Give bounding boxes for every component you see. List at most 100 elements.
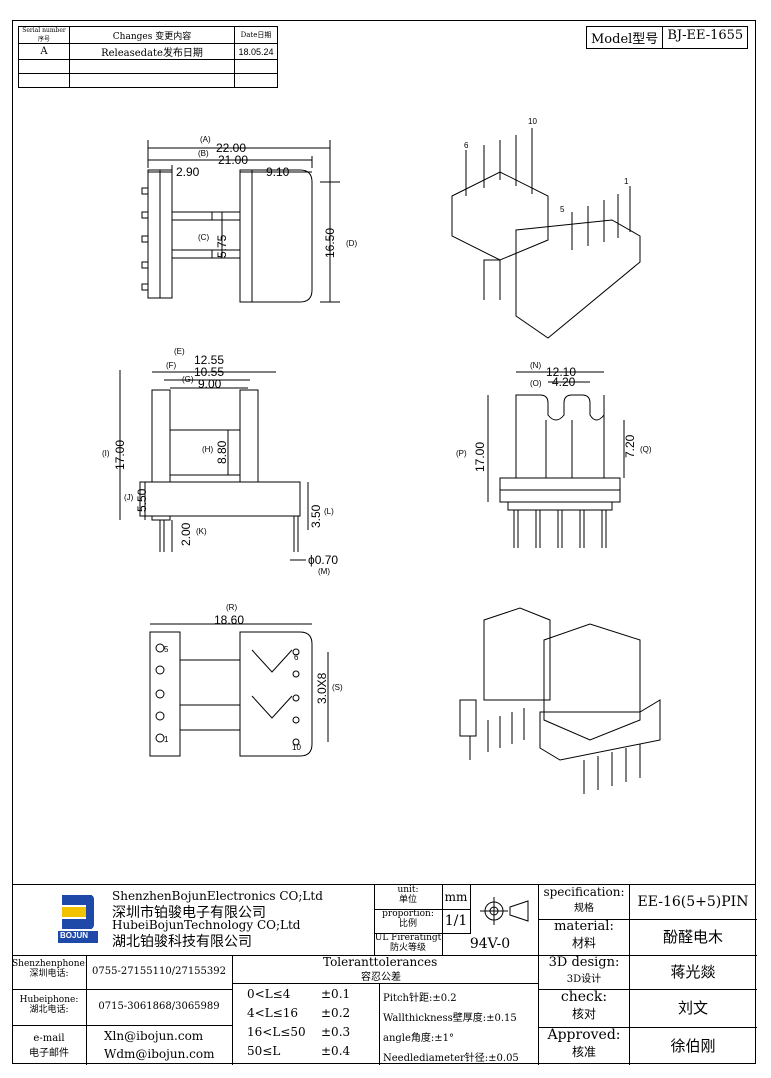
front-view <box>119 370 309 561</box>
pin-label-6: 6 <box>294 653 299 662</box>
proportion-value: 1/1 <box>442 909 471 934</box>
company-area: BOJUN ShenzhenBojunElectronics CO;Ltd 深圳… <box>12 885 375 956</box>
spec-value: EE-16(5+5)PIN <box>629 885 757 920</box>
tolerance-title: Toleranttolerances <box>323 955 438 969</box>
spec-label: specification: <box>543 885 625 899</box>
bottom-view <box>149 623 329 757</box>
dim-value-a: 22.00 <box>216 141 246 155</box>
dim-label-e: (E) <box>174 347 185 356</box>
tol-value: ±0.3 <box>321 1025 351 1039</box>
hb-phone-label-cn: 湖北电话: <box>29 1005 69 1015</box>
approved-label-cn: 核准 <box>571 1045 596 1059</box>
check-label: check: <box>560 989 608 1005</box>
side-view <box>487 371 625 548</box>
dim-label-k: (K) <box>196 527 207 536</box>
company-name-en-2: HubeiBojunTechnology CO;Ltd <box>112 918 301 932</box>
model-label: Model型号 <box>591 32 659 47</box>
logo-text: BOJUN <box>60 931 89 940</box>
unit-label-cn: 单位 <box>398 895 417 905</box>
dim-value-n: 12.10 <box>546 365 576 379</box>
dim-value-c: 5.75 <box>215 234 229 258</box>
company-name-en-1: ShenzhenBojunElectronics CO;Ltd <box>112 889 323 903</box>
ul-value: 94V-0 <box>469 936 511 952</box>
dim-value-q: 7.20 <box>623 434 637 458</box>
dim-label-a: (A) <box>200 135 211 144</box>
technical-drawing: (A) 22.00 (B) 21.00 2.90 9.10 (C) 5.75 (… <box>102 117 661 794</box>
revision-table: Serial number序号 Changes 变更内容 Date日期 A Re… <box>18 26 278 88</box>
tolerance-block: Toleranttolerances 容忍公差 0<L≤4 ±0.1 4<L≤1… <box>232 955 539 1065</box>
dim-label-l: (L) <box>324 507 334 516</box>
pitch-tolerance: Pitch针距:±0.2 <box>383 993 457 1004</box>
needle-tolerance: Needlediameter针径:±0.05 <box>383 1053 519 1064</box>
tol-value: ±0.1 <box>321 987 351 1001</box>
tol-range: 50≤L <box>247 1044 281 1058</box>
material-label-cn: 材料 <box>571 936 596 950</box>
tol-range: 16<L≤50 <box>247 1025 306 1039</box>
model-value: BJ-EE-1655 <box>662 27 747 48</box>
dim-value-290: 2.90 <box>176 165 200 179</box>
dim-value-h: 8.80 <box>215 440 229 464</box>
iso-view-top <box>451 128 641 339</box>
unit-label: unit: <box>397 885 419 895</box>
pin-label-1: 1 <box>164 735 169 744</box>
dim-value-i: 17.00 <box>113 440 127 470</box>
dim-value-b: 21.00 <box>218 153 248 167</box>
proportion-label-cn: 比例 <box>398 919 417 929</box>
dim-label-o: (O) <box>530 379 542 388</box>
unit-value: mm <box>442 885 471 910</box>
rev-cell <box>234 73 278 88</box>
dim-value-j: 5.50 <box>135 488 149 512</box>
material-label: material: <box>554 919 614 934</box>
sz-phone-value: 0755-27155110/27155392 <box>86 955 232 990</box>
hb-phone-label: Hubeiphone: <box>19 995 79 1005</box>
unit-block: unit: 单位 mm proportion: 比例 1/1 UL Firera… <box>374 885 538 956</box>
sz-phone-label-cn: 深圳电话: <box>29 969 69 979</box>
dim-label-b: (B) <box>198 149 209 158</box>
contact-block: Shenzhenphone: 深圳电话: 0755-27155110/27155… <box>12 955 232 1065</box>
tol-range: 0<L≤4 <box>247 987 291 1001</box>
dim-value-s: 3.0X8 <box>315 672 329 704</box>
approved-value: 徐伯刚 <box>670 1037 716 1055</box>
company-name-cn-1: 深圳市铂骏电子有限公司 <box>112 905 266 921</box>
company-name-cn-2: 湖北铂骏科技有限公司 <box>112 934 252 950</box>
dim-label-m: (M) <box>318 567 330 576</box>
tolerance-title-cn: 容忍公差 <box>361 972 401 983</box>
hb-phone-value: 0715-3061868/3065989 <box>86 989 232 1026</box>
pin-label-5: 5 <box>164 645 169 654</box>
dim-value-d: 16.50 <box>323 228 337 258</box>
dim-label-i: (I) <box>102 449 110 458</box>
dim-label-q: (Q) <box>640 445 652 454</box>
dim-label-s: (S) <box>332 683 343 692</box>
dim-value-l: 3.50 <box>309 504 323 528</box>
dim-value-k: 2.00 <box>179 522 193 546</box>
dim-label-d: (D) <box>346 239 357 248</box>
sz-phone-label: Shenzhenphone: <box>12 959 88 969</box>
wall-tolerance: Wallthickness壁厚度:±0.15 <box>383 1013 517 1024</box>
email-label: e-mail <box>33 1033 65 1044</box>
dim-label-h: (H) <box>202 445 213 454</box>
dim-value-p: 17.00 <box>473 442 487 472</box>
dim-value-m: ϕ0.70 <box>308 553 338 567</box>
iso-pin-label-6: 6 <box>464 141 469 150</box>
check-value: 刘文 <box>629 989 757 1028</box>
tol-value: ±0.2 <box>321 1006 351 1020</box>
dim-value-o: 4.20 <box>552 375 576 389</box>
dim-value-r: 18.60 <box>214 613 244 627</box>
model-box: Model型号 BJ-EE-1655 <box>586 26 749 49</box>
tol-value: ±0.4 <box>321 1044 351 1058</box>
dim-label-n: (N) <box>530 361 541 370</box>
dim-value-e: 12.55 <box>194 353 224 367</box>
email-1: Xln@ibojun.com <box>104 1029 204 1043</box>
top-view <box>141 140 340 303</box>
pin-label-10: 10 <box>292 743 301 752</box>
title-block: BOJUN ShenzhenBojunElectronics CO;Ltd 深圳… <box>12 884 757 1065</box>
spec-block: specification: 规格 EE-16(5+5)PIN material… <box>538 885 757 1065</box>
email-label-cn: 电子邮件 <box>29 1048 69 1059</box>
bojun-logo <box>58 895 98 943</box>
approved-label: Approved: <box>547 1027 621 1043</box>
material-value: 酚醛电木 <box>629 919 757 956</box>
dim-label-j: (J) <box>124 493 134 502</box>
email-2: Wdm@ibojun.com <box>104 1047 215 1061</box>
dim-label-f: (F) <box>166 361 177 370</box>
dim-label-c: (C) <box>198 233 209 242</box>
